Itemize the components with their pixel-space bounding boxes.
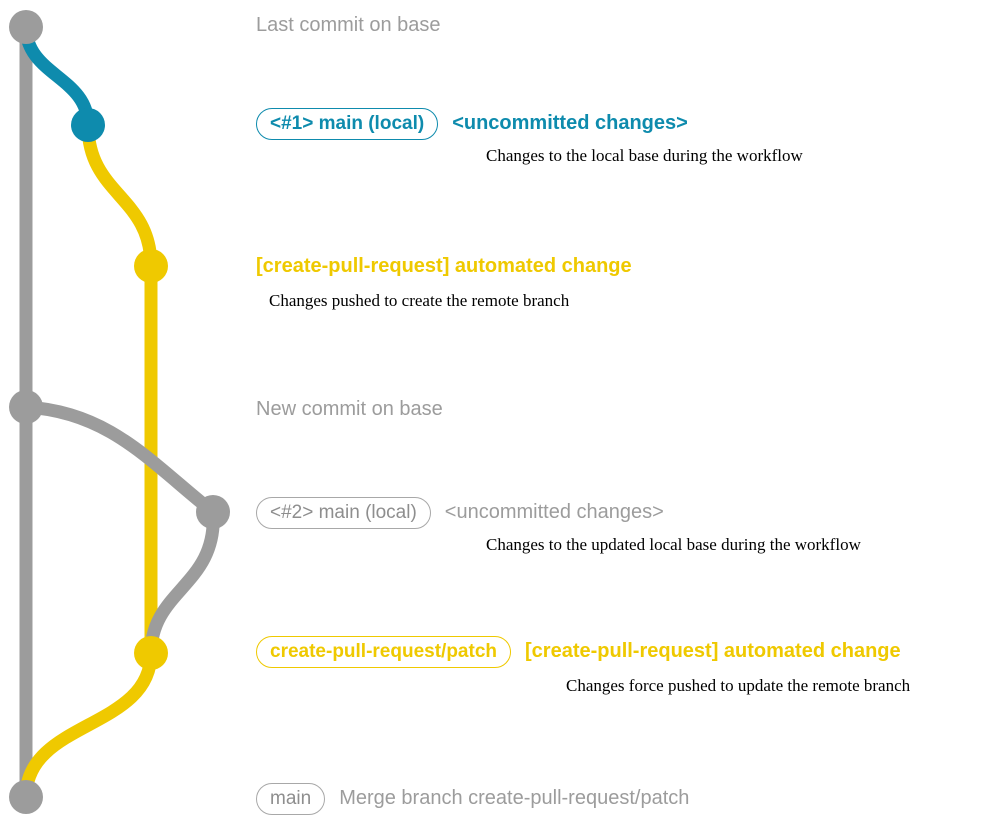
branch-badge-main-local-2[interactable]: <#2> main (local) — [256, 497, 431, 529]
branch-badge-main[interactable]: main — [256, 783, 326, 815]
edge-local2-to-patch2 — [144, 505, 220, 660]
edge-base2-to-local2 — [19, 400, 220, 519]
commit-row-local-1: <#1> main (local) <uncommitted changes> — [256, 108, 688, 140]
node-base-merge[interactable] — [9, 780, 43, 814]
commit-label-new-base: New commit on base — [256, 398, 443, 420]
node-base-1[interactable] — [9, 10, 43, 44]
branch-badge-create-pull-request-patch[interactable]: create-pull-request/patch — [256, 636, 511, 668]
commit-row-merge: main Merge branch create-pull-request/pa… — [256, 783, 689, 815]
commit-row-patch-1: [create-pull-request] automated change — [256, 256, 632, 276]
commit-message-patch-2: [create-pull-request] automated change — [525, 640, 901, 662]
commit-row-local-2: <#2> main (local) <uncommitted changes> — [256, 497, 664, 529]
node-local-2[interactable] — [196, 495, 230, 529]
edge-local1-to-patch1 — [81, 118, 158, 273]
commit-label-last-base: Last commit on base — [256, 14, 441, 36]
commit-row-patch-2: create-pull-request/patch [create-pull-r… — [256, 636, 901, 668]
node-base-2[interactable] — [9, 390, 43, 424]
commit-message-patch-1: [create-pull-request] automated change — [256, 255, 632, 277]
node-local-1[interactable] — [71, 108, 105, 142]
edge-base1-to-local1 — [19, 20, 95, 132]
commit-subtext-patch-2: Changes force pushed to update the remot… — [566, 676, 911, 695]
branch-badge-main-local-1[interactable]: <#1> main (local) — [256, 108, 439, 140]
commit-message-local-1: <uncommitted changes> — [452, 112, 688, 134]
commit-subtext-local-2: Changes to the updated local base during… — [486, 535, 861, 554]
node-patch-2[interactable] — [134, 636, 168, 670]
commit-message-merge: Merge branch create-pull-request/patch — [339, 787, 690, 809]
commit-message-local-2: <uncommitted changes> — [444, 501, 664, 523]
commit-subtext-local-1: Changes to the local base during the wor… — [486, 146, 803, 165]
commit-subtext-patch-1: Changes pushed to create the remote bran… — [269, 291, 570, 310]
edge-patch2-to-merge — [19, 646, 158, 804]
node-patch-1[interactable] — [134, 249, 168, 283]
